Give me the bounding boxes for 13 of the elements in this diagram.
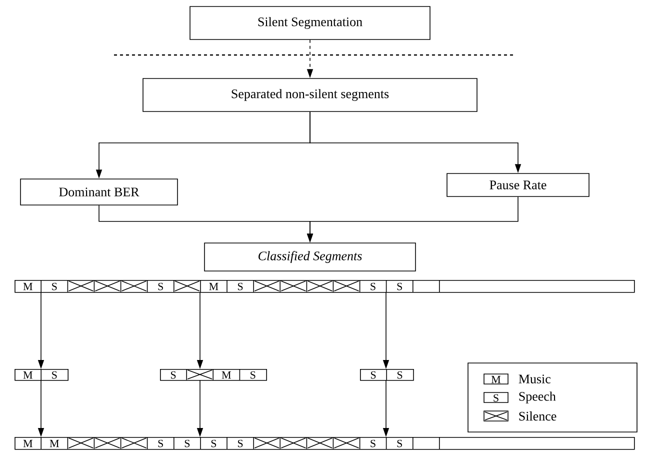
process-box: Pause Rate — [446, 173, 590, 197]
segment-bar: M M S S S S S S — [14, 436, 635, 450]
segment-bar: S S — [360, 368, 414, 381]
segment-bar: S M S — [160, 368, 267, 381]
process-box: Separated non-silent segments — [142, 78, 478, 112]
legend-label: Music — [518, 374, 550, 384]
legend-label: Silence — [519, 411, 556, 421]
segment-bar: M S — [14, 368, 68, 381]
process-box: Dominant BER — [20, 178, 178, 206]
legend-label: Speech — [519, 392, 556, 404]
segment-bar: M S S M S S S — [14, 280, 635, 293]
process-box: Classified Segments — [204, 242, 416, 272]
process-box: Silent Segmentation — [190, 6, 430, 40]
